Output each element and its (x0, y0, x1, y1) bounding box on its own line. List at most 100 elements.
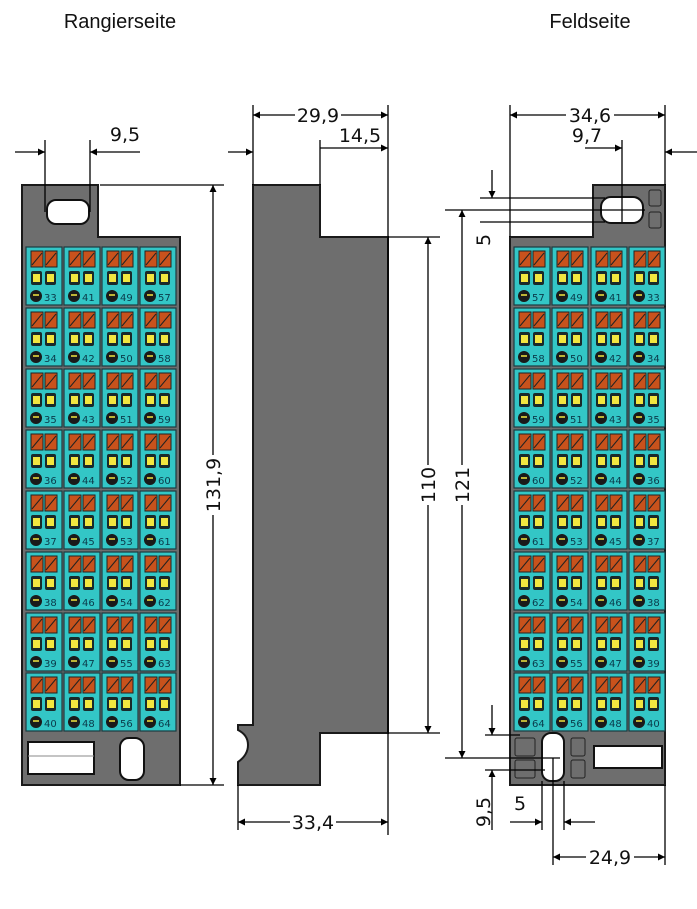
terminal[interactable]: 35 (628, 368, 666, 428)
terminal[interactable]: 54 (551, 551, 589, 611)
terminal[interactable]: 39 (25, 612, 63, 672)
terminal[interactable]: 47 (63, 612, 101, 672)
terminal[interactable]: 33 (628, 246, 666, 306)
release-button-icon (30, 412, 42, 424)
terminal[interactable]: 52 (101, 429, 139, 489)
terminal[interactable]: 46 (63, 551, 101, 611)
terminal[interactable]: 57 (513, 246, 551, 306)
terminal[interactable]: 59 (139, 368, 177, 428)
release-button-icon (595, 290, 607, 302)
terminal-number: 37 (44, 537, 57, 548)
led-icon (559, 274, 566, 282)
terminal[interactable]: 42 (590, 307, 628, 367)
terminal[interactable]: 63 (139, 612, 177, 672)
release-button-icon (106, 290, 118, 302)
terminal[interactable]: 38 (628, 551, 666, 611)
led-icon (650, 274, 657, 282)
terminal[interactable]: 36 (25, 429, 63, 489)
led-icon (47, 457, 54, 465)
terminal[interactable]: 49 (101, 246, 139, 306)
terminal-number: 43 (609, 415, 622, 426)
terminal[interactable]: 61 (139, 490, 177, 550)
terminal[interactable]: 60 (513, 429, 551, 489)
terminal-number: 54 (120, 598, 133, 609)
terminal-number: 59 (158, 415, 171, 426)
terminal[interactable]: 61 (513, 490, 551, 550)
led-icon (521, 335, 528, 343)
release-button-icon (518, 412, 530, 424)
terminal[interactable]: 37 (25, 490, 63, 550)
title-rangierseite: Rangierseite (64, 11, 176, 33)
terminal[interactable]: 51 (551, 368, 589, 428)
terminal[interactable]: 40 (628, 672, 666, 732)
led-icon (612, 518, 619, 526)
terminal[interactable]: 59 (513, 368, 551, 428)
terminal[interactable]: 41 (63, 246, 101, 306)
terminal-number: 34 (44, 354, 57, 365)
terminal[interactable]: 45 (63, 490, 101, 550)
terminal[interactable]: 56 (101, 672, 139, 732)
release-button-icon (30, 595, 42, 607)
led-icon (612, 700, 619, 708)
terminal[interactable]: 43 (63, 368, 101, 428)
led-icon (573, 274, 580, 282)
terminal[interactable]: 48 (63, 672, 101, 732)
release-button-icon (518, 473, 530, 485)
terminal[interactable]: 49 (551, 246, 589, 306)
terminal-number: 48 (609, 719, 622, 730)
terminal[interactable]: 42 (63, 307, 101, 367)
terminal[interactable]: 55 (101, 612, 139, 672)
led-icon (85, 518, 92, 526)
release-button-icon (106, 534, 118, 546)
terminal[interactable]: 50 (551, 307, 589, 367)
led-icon (123, 579, 130, 587)
terminal[interactable]: 41 (590, 246, 628, 306)
terminal[interactable]: 53 (101, 490, 139, 550)
terminal[interactable]: 33 (25, 246, 63, 306)
terminal[interactable]: 34 (628, 307, 666, 367)
terminal[interactable]: 48 (590, 672, 628, 732)
terminal[interactable]: 55 (551, 612, 589, 672)
terminal[interactable]: 54 (101, 551, 139, 611)
terminal[interactable]: 37 (628, 490, 666, 550)
led-icon (636, 335, 643, 343)
release-button-icon (106, 473, 118, 485)
terminal[interactable]: 51 (101, 368, 139, 428)
terminal[interactable]: 63 (513, 612, 551, 672)
terminal[interactable]: 35 (25, 368, 63, 428)
right-marker-strip (593, 745, 663, 769)
terminal[interactable]: 62 (139, 551, 177, 611)
terminal[interactable]: 64 (513, 672, 551, 732)
release-button-icon (30, 473, 42, 485)
terminal[interactable]: 50 (101, 307, 139, 367)
release-button-icon (68, 290, 80, 302)
terminal[interactable]: 44 (63, 429, 101, 489)
release-button-icon (556, 351, 568, 363)
terminal[interactable]: 39 (628, 612, 666, 672)
terminal[interactable]: 36 (628, 429, 666, 489)
terminal[interactable]: 52 (551, 429, 589, 489)
terminal[interactable]: 58 (513, 307, 551, 367)
terminal[interactable]: 60 (139, 429, 177, 489)
terminal[interactable]: 53 (551, 490, 589, 550)
terminal[interactable]: 57 (139, 246, 177, 306)
dim-bottom-width: 24,9 (589, 847, 631, 869)
terminal[interactable]: 58 (139, 307, 177, 367)
terminal[interactable]: 45 (590, 490, 628, 550)
terminal[interactable]: 46 (590, 551, 628, 611)
terminal[interactable]: 47 (590, 612, 628, 672)
terminal[interactable]: 56 (551, 672, 589, 732)
terminal[interactable]: 34 (25, 307, 63, 367)
terminal[interactable]: 64 (139, 672, 177, 732)
terminal[interactable]: 38 (25, 551, 63, 611)
terminal[interactable]: 44 (590, 429, 628, 489)
terminal-number: 52 (570, 476, 583, 487)
led-icon (71, 518, 78, 526)
led-icon (85, 457, 92, 465)
terminal[interactable]: 43 (590, 368, 628, 428)
release-button-icon (633, 716, 645, 728)
led-icon (535, 396, 542, 404)
terminal[interactable]: 62 (513, 551, 551, 611)
terminal[interactable]: 40 (25, 672, 63, 732)
